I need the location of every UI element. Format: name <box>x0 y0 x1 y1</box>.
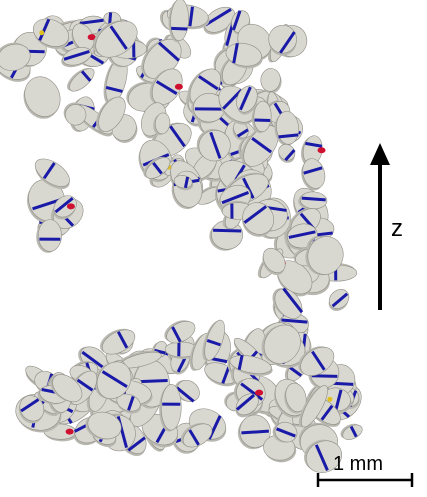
up-arrow-icon <box>370 143 390 310</box>
z-axis-label: z <box>391 214 403 244</box>
scale-bar-label: 1 mm <box>333 452 383 476</box>
